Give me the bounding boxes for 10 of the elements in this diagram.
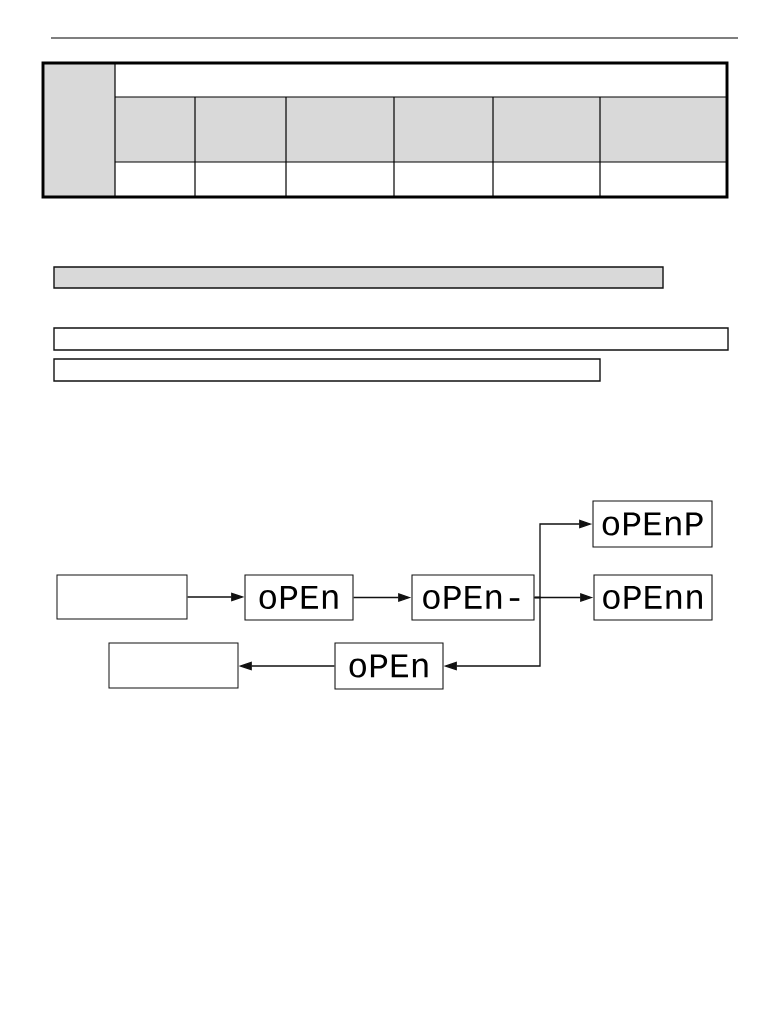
display-box: oPEnP	[592, 500, 713, 548]
display-box: oPEnn	[593, 574, 713, 621]
display-box: oPEn-	[411, 574, 535, 621]
outlined-bar	[53, 327, 729, 351]
display-box: oPEn	[244, 574, 354, 621]
display-box: oPEn	[334, 642, 444, 690]
process-box	[56, 574, 188, 620]
outlined-bar	[53, 358, 601, 382]
shaded-bar	[53, 266, 664, 289]
process-box	[108, 642, 239, 689]
